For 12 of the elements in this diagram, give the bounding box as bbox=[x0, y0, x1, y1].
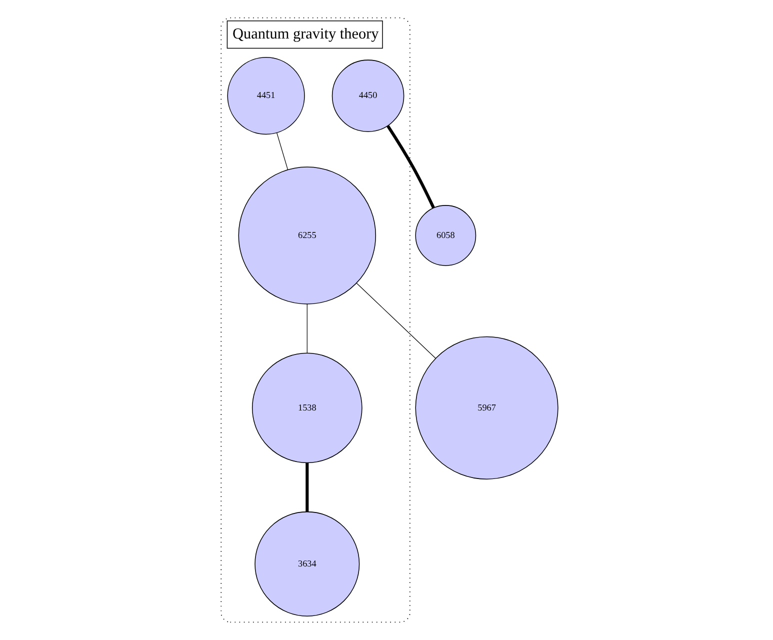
node-circle: 3634 bbox=[254, 511, 360, 616]
node-circle: 5967 bbox=[415, 336, 558, 480]
connector bbox=[386, 125, 435, 208]
connector bbox=[306, 462, 309, 512]
connector bbox=[276, 132, 288, 170]
node-circle: 4450 bbox=[332, 60, 404, 132]
connector bbox=[356, 282, 436, 359]
node-circle: 6255 bbox=[238, 166, 376, 304]
node-circle: 1538 bbox=[252, 352, 362, 464]
connector bbox=[306, 304, 308, 354]
node-circle: 6058 bbox=[415, 205, 476, 266]
node-circle: 4451 bbox=[227, 57, 305, 135]
